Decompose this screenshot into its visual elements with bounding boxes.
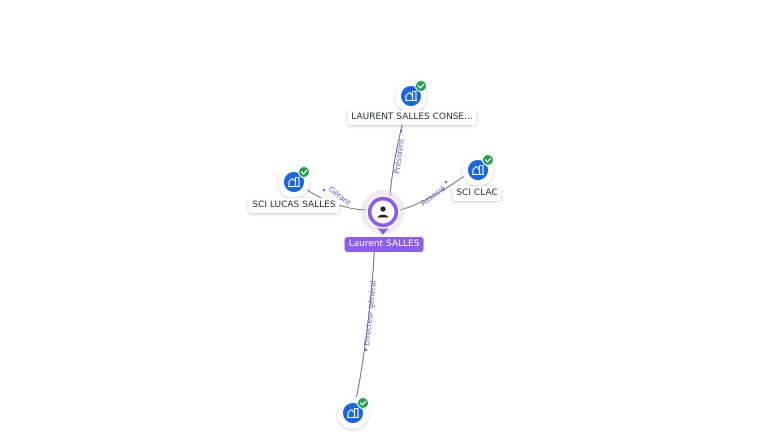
edge-label-president: Président (392, 138, 406, 174)
verified-check-icon (298, 166, 310, 178)
company-building-icon (288, 176, 300, 188)
verified-check-icon (482, 154, 494, 166)
company-building-icon (347, 407, 359, 419)
company-node-laurent-salles-conseil[interactable] (395, 80, 427, 112)
center-person-label[interactable]: Laurent SALLES (344, 237, 424, 252)
company-label-sci-lucas-salles[interactable]: SCI LUCAS SALLES (248, 198, 340, 213)
company-label-laurent-salles-conseil[interactable]: LAURENT SALLES CONSE... (347, 110, 477, 125)
company-node-company-bottom[interactable] (337, 397, 369, 429)
edge-directeur (355, 239, 376, 401)
company-label-sci-clac[interactable]: SCI CLAC (452, 186, 502, 201)
edge-label-directeur: Directeur général (362, 280, 378, 346)
person-icon (377, 206, 389, 218)
company-building-icon (405, 90, 417, 102)
center-node[interactable] (361, 190, 405, 235)
company-node-sci-clac[interactable] (462, 154, 494, 186)
company-building-icon (472, 164, 484, 176)
verified-check-icon (415, 80, 427, 92)
company-node-sci-lucas-salles[interactable] (278, 166, 310, 198)
edge-label-associe: Associé (419, 183, 448, 207)
verified-check-icon (357, 397, 369, 409)
